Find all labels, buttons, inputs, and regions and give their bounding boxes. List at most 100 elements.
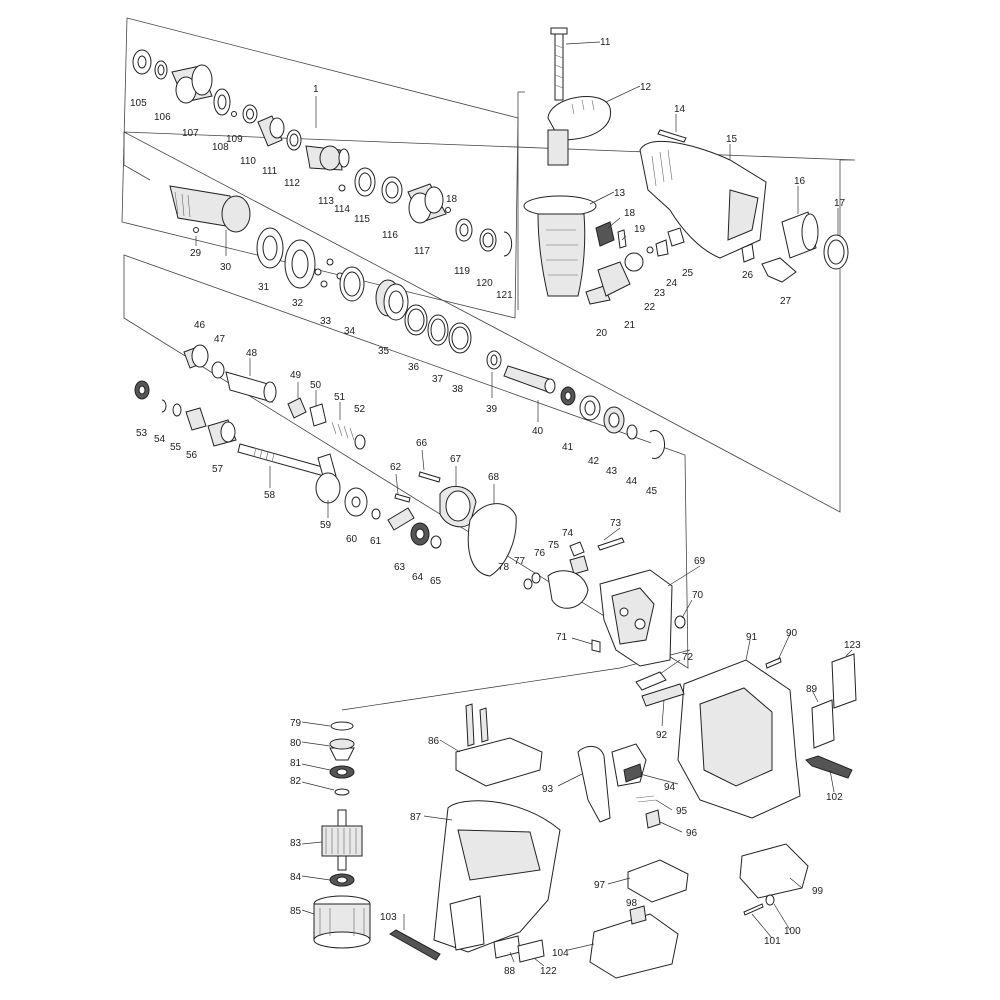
part-35	[375, 279, 409, 321]
part-37	[427, 314, 449, 346]
part-89	[811, 699, 835, 749]
part-42	[579, 395, 601, 421]
label-68: 68	[488, 472, 500, 483]
part-85	[313, 895, 371, 949]
label-37: 37	[432, 374, 444, 385]
label-86: 86	[428, 736, 440, 747]
label-36: 36	[408, 362, 420, 373]
label-70: 70	[692, 590, 704, 601]
part-73	[597, 537, 625, 551]
part-109	[231, 111, 237, 117]
part-30	[169, 185, 251, 233]
part-55	[172, 403, 182, 417]
part-65	[430, 535, 442, 549]
label-18-handle: 18	[624, 208, 636, 219]
part-14	[657, 129, 687, 143]
label-111: 111	[262, 166, 278, 177]
label-106: 106	[154, 112, 171, 123]
label-114: 114	[334, 204, 350, 215]
label-107: 107	[182, 128, 199, 139]
label-122: 122	[540, 966, 557, 977]
label-109: 109	[226, 134, 243, 145]
label-29: 29	[190, 248, 202, 259]
part-72	[635, 671, 667, 691]
label-100: 100	[784, 926, 801, 937]
label-30: 30	[220, 262, 232, 273]
part-64	[410, 522, 430, 546]
label-41: 41	[562, 442, 574, 453]
part-83	[321, 809, 363, 871]
label-89: 89	[806, 684, 818, 695]
part-34	[339, 266, 365, 302]
part-66	[418, 471, 441, 483]
label-58: 58	[264, 490, 276, 501]
part-93	[577, 746, 611, 823]
part-49	[287, 397, 307, 419]
part-52	[354, 434, 366, 450]
part-116	[381, 176, 403, 204]
label-95: 95	[676, 806, 688, 817]
part-104	[589, 913, 679, 979]
label-97: 97	[594, 880, 606, 891]
part-26	[741, 243, 755, 263]
label-66: 66	[416, 438, 428, 449]
leader-lines	[195, 41, 853, 967]
label-20: 20	[596, 328, 608, 339]
part-67	[439, 486, 477, 528]
part-44	[626, 424, 638, 440]
label-46: 46	[194, 320, 206, 331]
part-29	[193, 227, 199, 233]
part-45	[649, 429, 665, 459]
label-56: 56	[186, 450, 198, 461]
part-114	[338, 184, 346, 192]
part-84	[329, 873, 355, 887]
part-21	[597, 261, 631, 297]
part-25	[667, 227, 685, 247]
label-112: 112	[284, 178, 300, 189]
label-26: 26	[742, 270, 754, 281]
label-85: 85	[290, 906, 302, 917]
label-55: 55	[170, 442, 182, 453]
part-71	[591, 639, 601, 653]
part-23	[646, 246, 654, 254]
part-11	[550, 27, 568, 101]
part-115	[354, 167, 376, 197]
label-92: 92	[656, 730, 668, 741]
part-87	[433, 800, 561, 953]
part-80	[329, 738, 355, 761]
part-46	[183, 344, 209, 369]
label-64: 64	[412, 572, 424, 583]
part-41	[560, 386, 576, 406]
label-39: 39	[486, 404, 498, 415]
part-101	[743, 903, 764, 916]
label-72: 72	[682, 652, 694, 663]
label-16: 16	[794, 176, 806, 187]
label-117: 117	[414, 246, 430, 257]
label-51: 51	[334, 392, 346, 403]
part-75	[569, 555, 589, 575]
label-62: 62	[390, 462, 402, 473]
part-95	[635, 795, 657, 803]
frame-group-2	[123, 131, 856, 513]
label-35: 35	[378, 346, 390, 357]
part-19	[617, 229, 627, 249]
part-58	[237, 443, 327, 477]
part-50	[309, 403, 327, 427]
part-96	[645, 809, 661, 829]
part-78	[523, 578, 533, 590]
part-90	[765, 657, 782, 669]
label-71: 71	[556, 632, 568, 643]
part-27	[761, 257, 797, 283]
label-60: 60	[346, 534, 358, 545]
part-113	[305, 145, 350, 171]
label-81: 81	[290, 758, 302, 769]
label-40: 40	[532, 426, 544, 437]
label-50: 50	[310, 380, 322, 391]
label-53: 53	[136, 428, 148, 439]
part-121	[503, 231, 513, 257]
part-91	[677, 659, 801, 819]
part-16	[781, 211, 819, 259]
label-44: 44	[626, 476, 638, 487]
part-47	[211, 361, 225, 379]
